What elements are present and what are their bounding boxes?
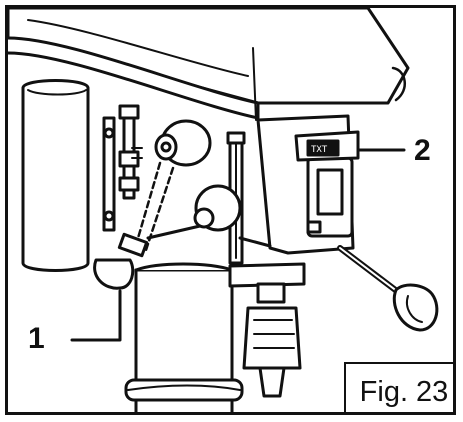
svg-text:TXT: TXT [311,145,328,155]
callout-1-label: 1 [28,322,45,355]
main-column [124,262,244,412]
support-column [21,79,90,272]
callout-leaders [70,148,406,342]
drill-press-illustration: TXT [8,8,439,412]
depth-scale [102,104,143,232]
feed-handle-right [337,245,439,332]
tension-knob [154,119,212,167]
callout-2-label: 2 [414,134,431,167]
switch-housing: TXT [294,130,360,238]
chuck [228,262,306,398]
figure-label-box: Fig. 23 [344,362,453,412]
figure-label: Fig. 23 [359,376,449,408]
illustration-frame: TXT 1 2 Fig. 23 [5,5,456,415]
feed-hub [146,184,272,248]
lever-arm [93,161,175,290]
